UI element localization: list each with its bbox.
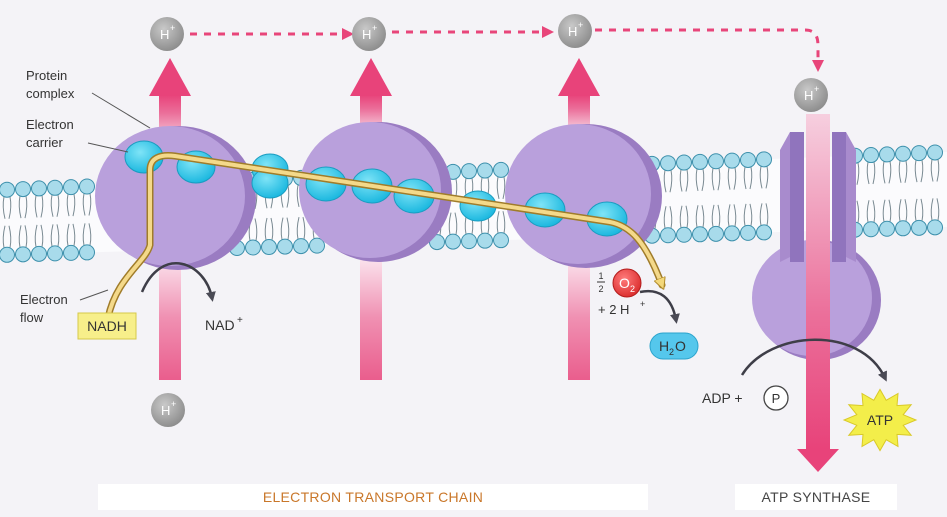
water-molecule: H 2 O [649,332,699,360]
label-electron-carrier-line1: Electron [26,117,74,132]
svg-text:+: + [578,20,583,30]
reaction-arrows [140,262,887,382]
proton-h-top-3: H + [558,14,592,48]
svg-text:O: O [675,338,686,354]
proton-h-bottom: H + [151,393,185,427]
svg-text:H: H [362,27,371,42]
phosphate-circle [763,385,789,411]
svg-text:2: 2 [669,347,674,357]
svg-text:+: + [237,315,243,326]
footer-atp-synthase-label: ATP SYNTHASE [735,484,897,510]
svg-text:H: H [160,27,169,42]
protein-complex-3 [505,124,651,264]
proton-h-top-1: H + [150,17,184,51]
svg-text:H: H [568,24,577,39]
electron-flow-path [104,152,662,322]
svg-text:2: 2 [630,284,635,294]
atp-star: ATP [842,388,918,452]
svg-text:H: H [804,88,813,103]
svg-text:NADH: NADH [87,318,127,334]
svg-text:+: + [814,84,819,94]
svg-text:+ 2 H: + 2 H [598,302,629,317]
atp-synthase [752,114,881,472]
proton-h-synthase: H + [794,78,828,112]
footer-etc-label: ELECTRON TRANSPORT CHAIN [98,484,648,510]
proton-h-top-2: H + [352,17,386,51]
svg-text:+: + [170,23,175,33]
svg-text:ATP: ATP [867,412,893,428]
two-h-plus-label: + 2 H + [598,299,645,317]
protein-complex-1 [95,126,245,266]
svg-text:1: 1 [598,271,603,281]
nad-plus-label: NAD + [205,315,243,333]
label-protein-complex-line1: Protein [26,68,67,83]
nadh-box: NADH [77,312,137,340]
svg-text:+: + [171,399,176,409]
svg-text:2: 2 [598,284,603,294]
svg-text:H: H [659,338,669,354]
proton-arrows [149,58,600,380]
svg-text:H: H [161,403,170,418]
svg-text:+: + [640,299,645,309]
svg-text:P: P [772,391,781,406]
svg-text:ADP +: ADP + [702,390,743,406]
label-electron-carrier-line2: carrier [26,135,64,150]
label-electron-flow-line2: flow [20,310,44,325]
label-protein-complex-line2: complex [26,86,75,101]
adp-phosphate: ADP + P [702,385,789,411]
label-electron-flow-line1: Electron [20,292,68,307]
svg-text:NAD: NAD [205,317,235,333]
proton-flow-dashes [190,26,824,72]
svg-text:+: + [372,23,377,33]
oxygen-molecule: 1 2 O 2 [597,268,642,298]
left-labels: Protein complex Electron carrier Electro… [20,68,151,325]
svg-text:O: O [619,275,630,291]
